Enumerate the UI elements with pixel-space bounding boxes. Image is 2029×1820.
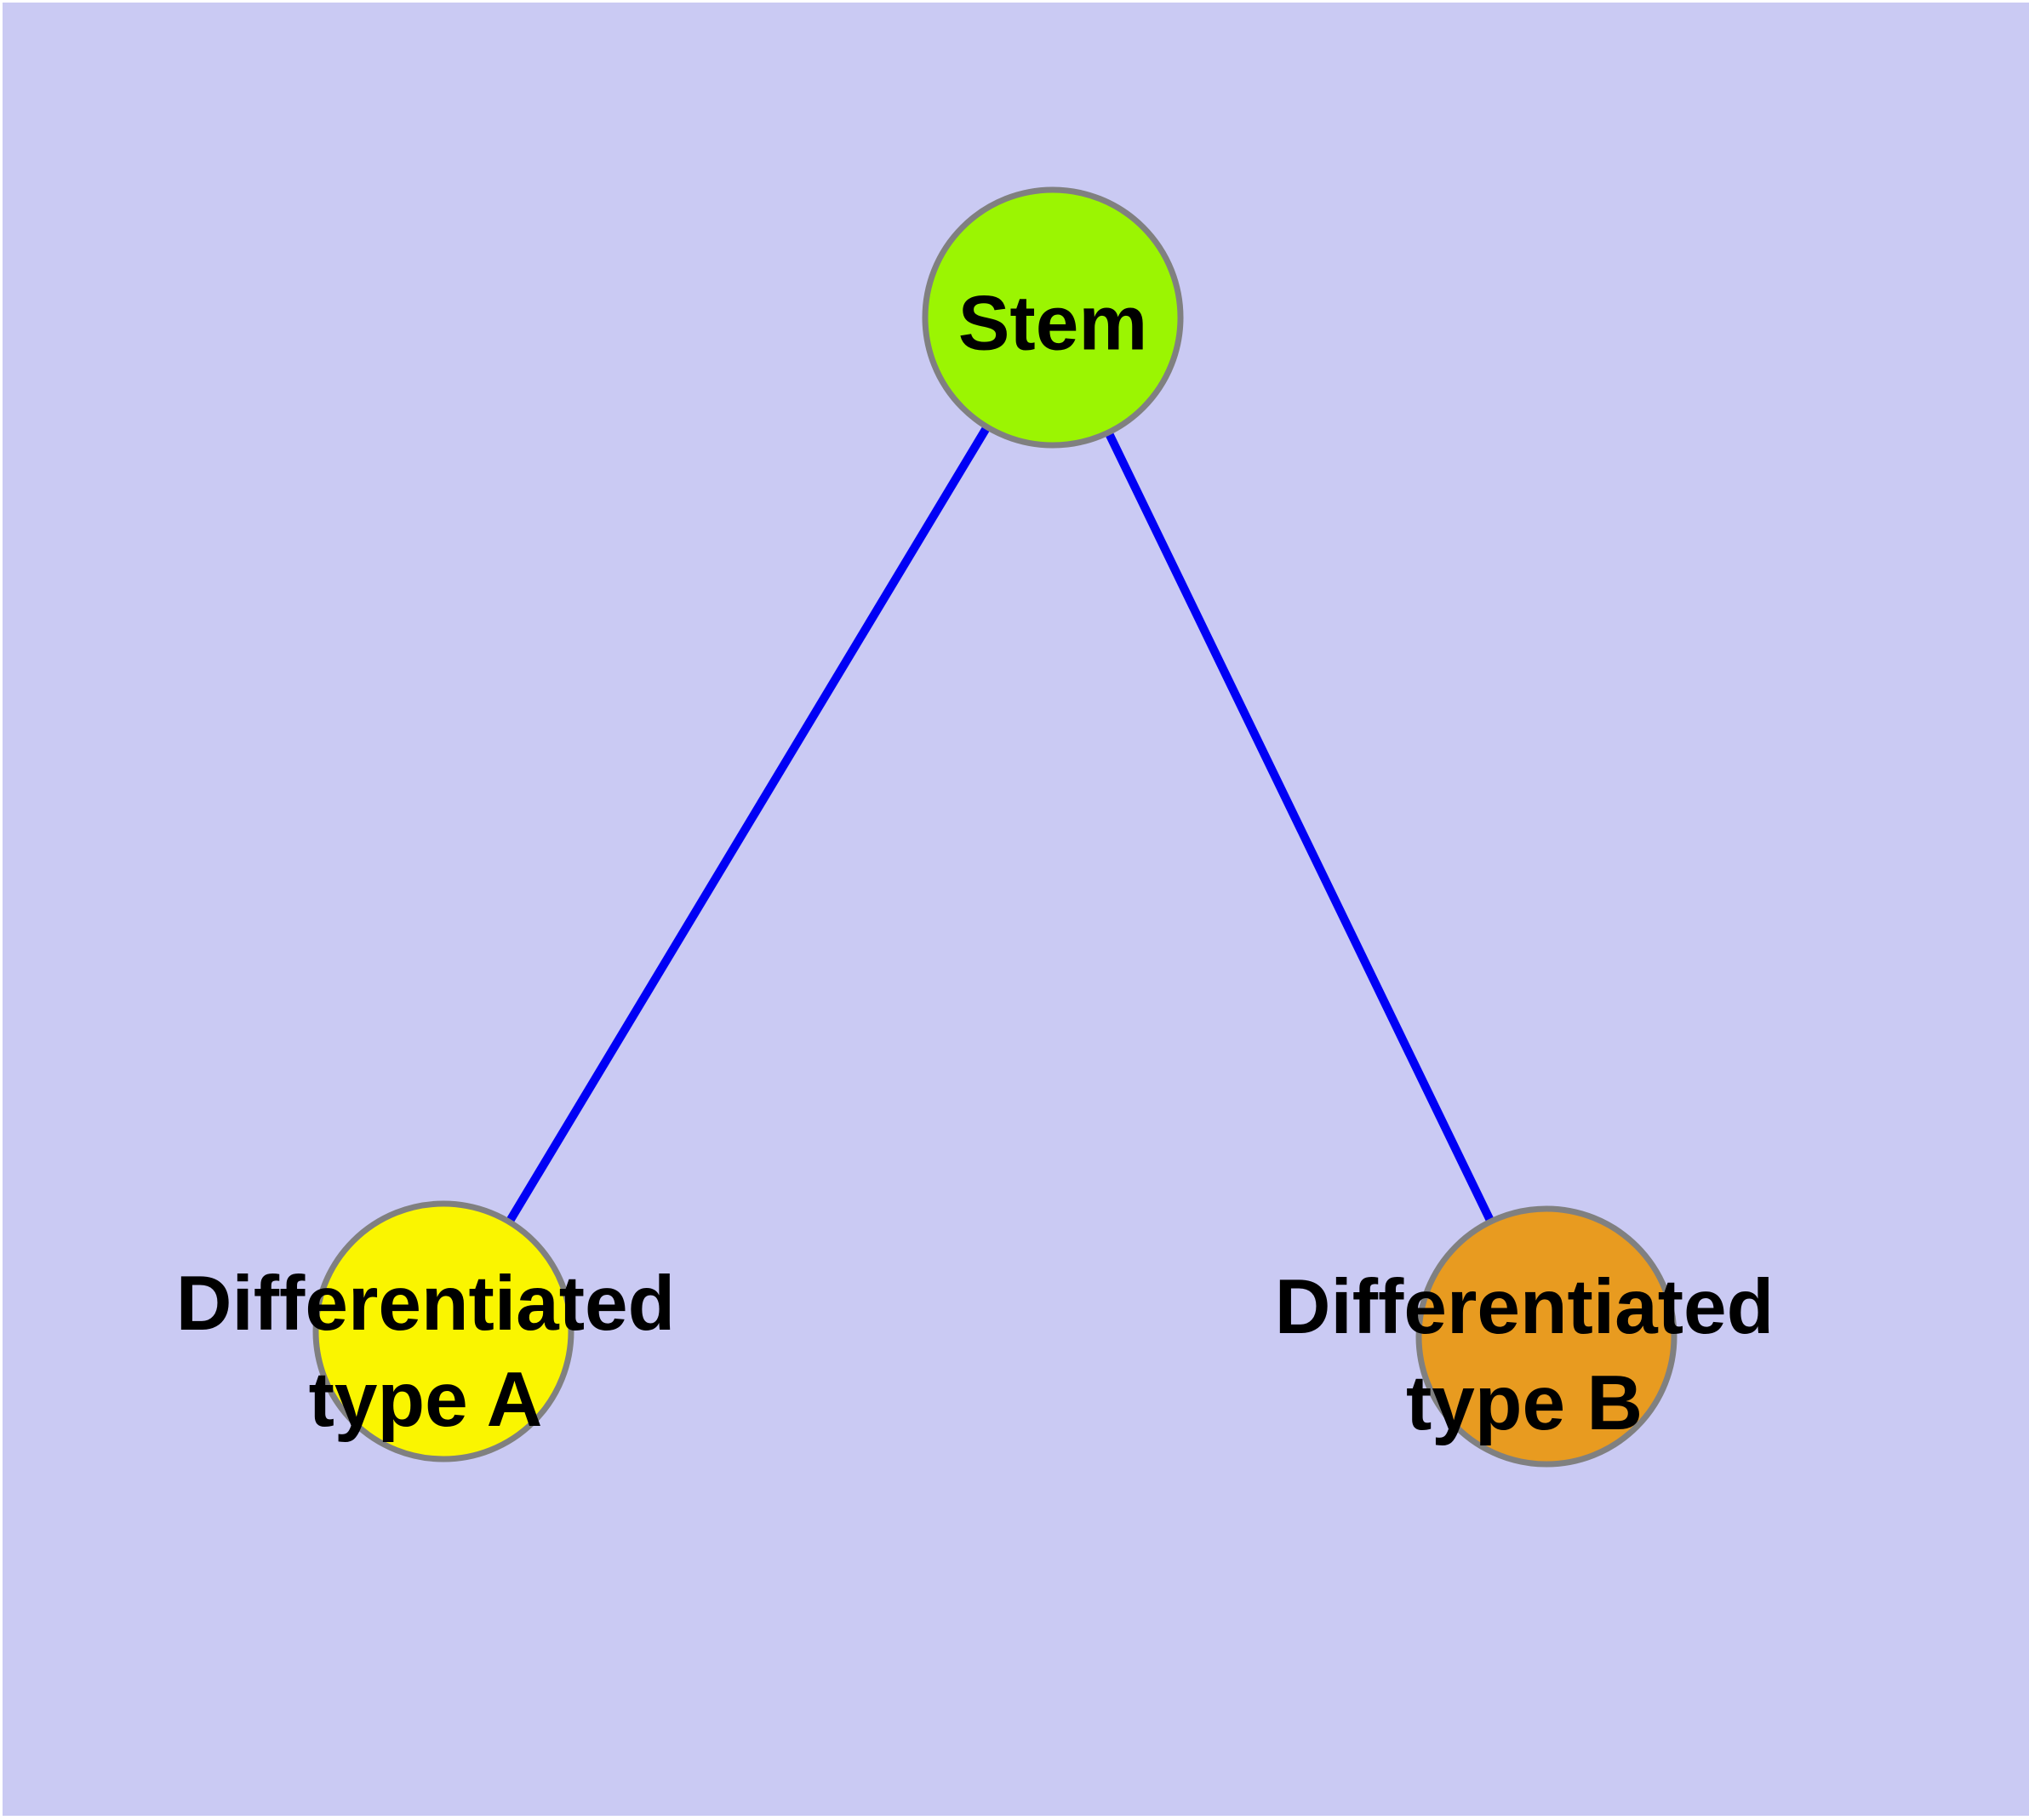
edge-stem-to-type-a [439, 315, 1057, 1334]
type-b-label-line-2: type B [1405, 1360, 1643, 1446]
edge-stem-to-type-b [1049, 315, 1551, 1339]
type-a-node-label: Differentiated type A [176, 1256, 676, 1448]
type-b-node [1415, 1205, 1677, 1468]
type-a-label-line-2: type A [308, 1357, 543, 1443]
type-a-node [312, 1200, 574, 1462]
stem-label-line: Stem [957, 280, 1148, 367]
type-b-label-line-1: Differentiated [1274, 1264, 1775, 1350]
stem-node-label: Stem [958, 276, 1148, 372]
type-a-label-line-1: Differentiated [175, 1261, 676, 1347]
stem-node [922, 186, 1184, 449]
type-b-node-label: Differentiated type B [1275, 1259, 1775, 1451]
